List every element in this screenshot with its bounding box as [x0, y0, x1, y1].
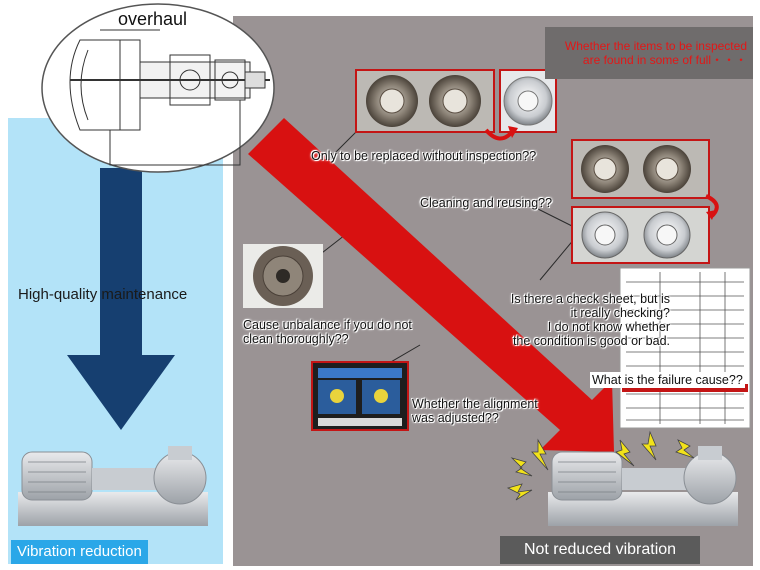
vibration-lightning-icons [506, 430, 695, 501]
overhaul-circle [41, 3, 275, 173]
dirty-impeller-photo [243, 244, 323, 308]
alignment-question-line-1: Whether the alignment [412, 397, 538, 411]
check-sheet-question-line-2: it really checking? [570, 306, 670, 320]
lightning-bolt-icon [531, 438, 549, 471]
unbalance-note: Cause unbalance if you do not clean thor… [243, 318, 412, 346]
used-bearings-photo [571, 139, 710, 199]
maintenance-down-arrow [67, 168, 175, 430]
replaced-question: Only to be replaced without inspection?? [311, 149, 537, 163]
failure-path-red-arrow [248, 118, 614, 452]
alignment-question-line-2: was adjusted?? [412, 411, 499, 425]
high-quality-maintenance-label: High-quality maintenance [18, 286, 188, 303]
check-sheet-question: Is there a check sheet, but is it really… [494, 292, 670, 348]
pump-photo-right [548, 446, 738, 526]
lightning-bolt-icon [506, 483, 533, 501]
alignment-question: Whether the alignment was adjusted?? [412, 397, 538, 425]
lightning-bolt-icon [615, 439, 635, 467]
overhaul-title: overhaul [118, 9, 188, 29]
check-sheet-question-line-1: Is there a check sheet, but is [510, 292, 670, 306]
pump-photo-left [18, 446, 208, 526]
inspection-note: Whether the items to be inspected are fo… [545, 27, 753, 79]
inspection-note-line-2: are found in some of full・・・ [582, 53, 747, 67]
pump-cross-section-drawing [69, 29, 270, 166]
failure-cause-question: What is the failure cause?? [590, 372, 745, 388]
cleaning-question: Cleaning and reusing?? [420, 196, 553, 210]
cleaned-bearings-photo [571, 206, 710, 264]
inspection-note-line-1: Whether the items to be inspected [564, 39, 747, 53]
check-sheet-question-line-4: the condition is good or bad. [512, 334, 670, 348]
lightning-bolt-icon [641, 430, 657, 461]
check-sheet-document [619, 267, 751, 429]
vibration-reduction-badge: Vibration reduction [11, 540, 148, 564]
dirty-bearings-photo [355, 69, 495, 133]
unbalance-note-line-1: Cause unbalance if you do not [243, 318, 412, 332]
replace-curve-arrow [484, 128, 514, 141]
check-sheet-question-line-3: I do not know whether [547, 320, 670, 334]
lightning-bolt-icon [510, 457, 533, 477]
not-reduced-vibration-badge: Not reduced vibration [500, 536, 700, 564]
new-bearing-photo [499, 69, 557, 133]
alignment-tool-photo [311, 361, 409, 431]
unbalance-note-line-2: clean thoroughly?? [243, 332, 349, 346]
lightning-bolt-icon [675, 439, 695, 459]
